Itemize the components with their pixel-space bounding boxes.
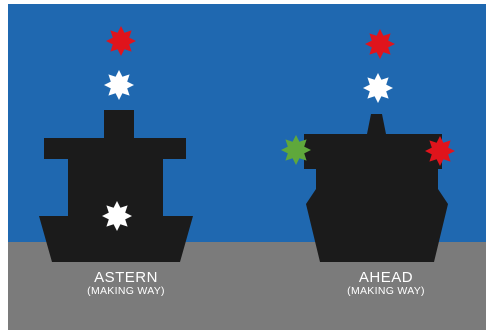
ship-ahead-silhouette [304, 114, 448, 262]
masthead-red-light [106, 26, 136, 56]
masthead-white-light [363, 73, 393, 103]
ahead-caption: AHEAD (MAKING WAY) [306, 270, 466, 297]
starboard-green-light [281, 135, 311, 165]
masthead-white-light [104, 70, 134, 100]
astern-label: ASTERN [46, 270, 206, 285]
ahead-sublabel: (MAKING WAY) [306, 286, 466, 297]
ahead-label: AHEAD [306, 270, 466, 285]
stern-white-light [102, 201, 132, 231]
port-red-light [425, 136, 455, 166]
astern-sublabel: (MAKING WAY) [46, 286, 206, 297]
astern-caption: ASTERN (MAKING WAY) [46, 270, 206, 297]
vessel-lights-diagram: ASTERN (MAKING WAY) AHEAD (MAKING WAY) [8, 4, 486, 330]
masthead-red-light [365, 29, 395, 59]
